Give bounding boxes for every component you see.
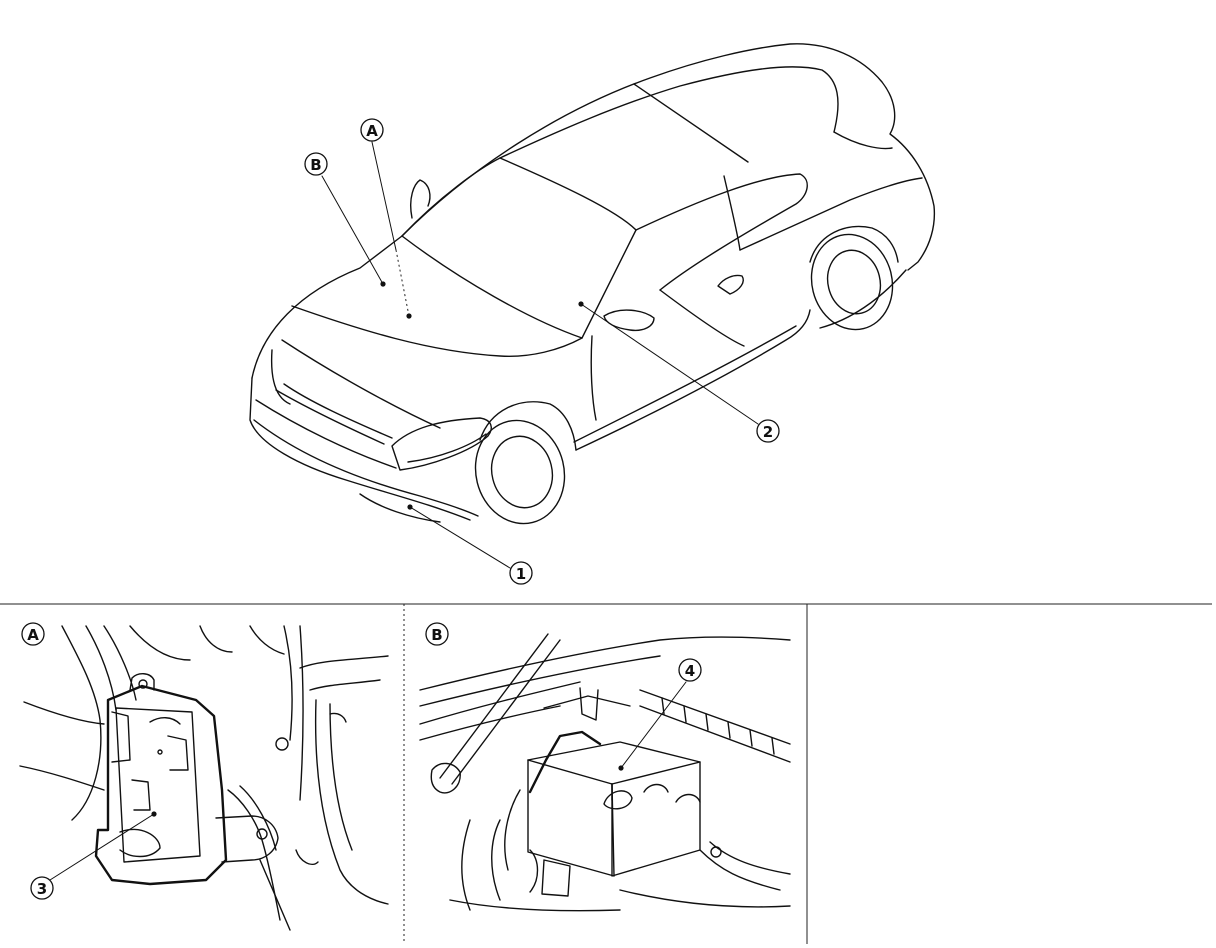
detail-a-label: A: [27, 626, 39, 644]
car-illustration: [249, 43, 936, 525]
callout-b-overview: B: [304, 152, 386, 287]
callout-b-label: B: [310, 156, 321, 174]
detail-b-panel: B: [419, 622, 791, 912]
detail-panel-frames: [0, 603, 1212, 944]
detail-b-label: B: [431, 626, 442, 644]
callout-a-overview: A: [360, 118, 412, 319]
callout-2-label: 2: [763, 423, 773, 441]
callout-2: 2: [578, 301, 780, 443]
callout-3-label: 3: [37, 880, 47, 898]
callout-1: 1: [407, 504, 533, 585]
callout-4-label: 4: [685, 662, 695, 680]
callout-1-label: 1: [516, 565, 526, 583]
detail-a-panel: A: [19, 622, 389, 931]
callout-a-label: A: [366, 122, 378, 140]
